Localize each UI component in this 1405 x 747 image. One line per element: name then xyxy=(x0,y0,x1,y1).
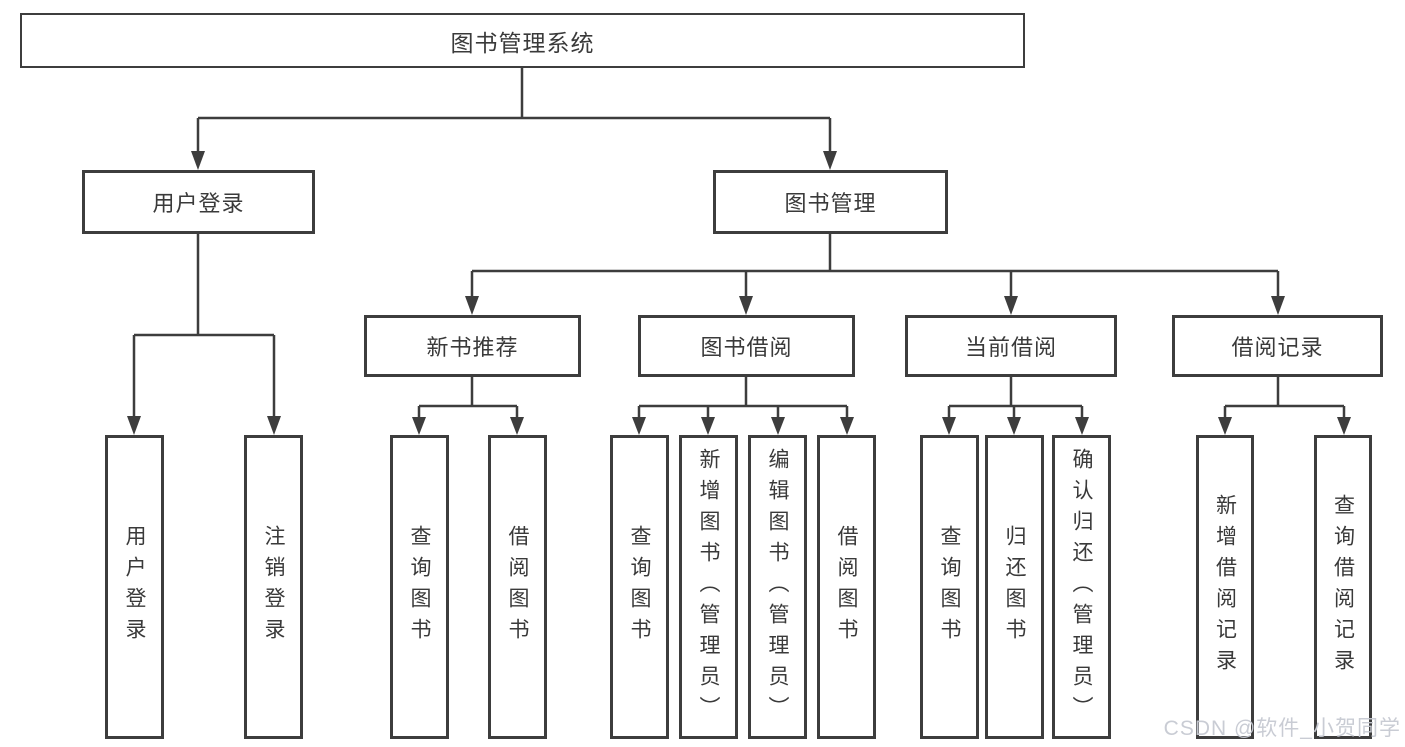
node-new-book-recommendation: 新书推荐 xyxy=(364,315,581,377)
leaf-label: 查询图书 xyxy=(628,525,651,649)
node-book-management: 图书管理 xyxy=(713,170,948,234)
leaf-borrow-books-recommend: 借阅图书 xyxy=(488,435,547,739)
leaf-query-books-borrowing: 查询图书 xyxy=(610,435,669,739)
watermark-text: CSDN @软件_小贺同学 xyxy=(1163,717,1401,740)
leaf-user-login: 用户登录 xyxy=(105,435,164,739)
leaf-label: 查询借阅记录 xyxy=(1331,494,1355,680)
leaf-label: 新增借阅记录 xyxy=(1213,494,1237,680)
leaf-query-books-current: 查询图书 xyxy=(920,435,979,739)
leaf-label: 归还图书 xyxy=(1003,525,1026,649)
leaf-logout: 注销登录 xyxy=(244,435,303,739)
leaf-label: 确认归还（管理员） xyxy=(1070,447,1093,727)
leaf-edit-book-admin: 编辑图书（管理员） xyxy=(748,435,807,739)
leaf-label: 用户登录 xyxy=(123,525,146,649)
leaf-label: 借阅图书 xyxy=(835,525,858,649)
leaf-label: 查询图书 xyxy=(938,525,961,649)
leaf-query-borrow-record: 查询借阅记录 xyxy=(1314,435,1372,739)
leaf-label: 编辑图书（管理员） xyxy=(766,447,789,727)
node-current-borrowing: 当前借阅 xyxy=(905,315,1117,377)
node-library-management-system: 图书管理系统 xyxy=(20,13,1025,68)
leaf-add-book-admin: 新增图书（管理员） xyxy=(679,435,738,739)
leaf-borrow-books-borrowing: 借阅图书 xyxy=(817,435,876,739)
leaf-label: 查询图书 xyxy=(408,525,431,649)
leaf-confirm-return-admin: 确认归还（管理员） xyxy=(1052,435,1111,739)
leaf-label: 借阅图书 xyxy=(506,525,529,649)
leaf-query-books-recommend: 查询图书 xyxy=(390,435,449,739)
leaf-label: 新增图书（管理员） xyxy=(697,447,720,727)
node-book-borrowing: 图书借阅 xyxy=(638,315,855,377)
node-user-login: 用户登录 xyxy=(82,170,315,234)
leaf-return-book: 归还图书 xyxy=(985,435,1044,739)
leaf-label: 注销登录 xyxy=(262,525,285,649)
leaf-add-borrow-record: 新增借阅记录 xyxy=(1196,435,1254,739)
node-borrowing-records: 借阅记录 xyxy=(1172,315,1383,377)
